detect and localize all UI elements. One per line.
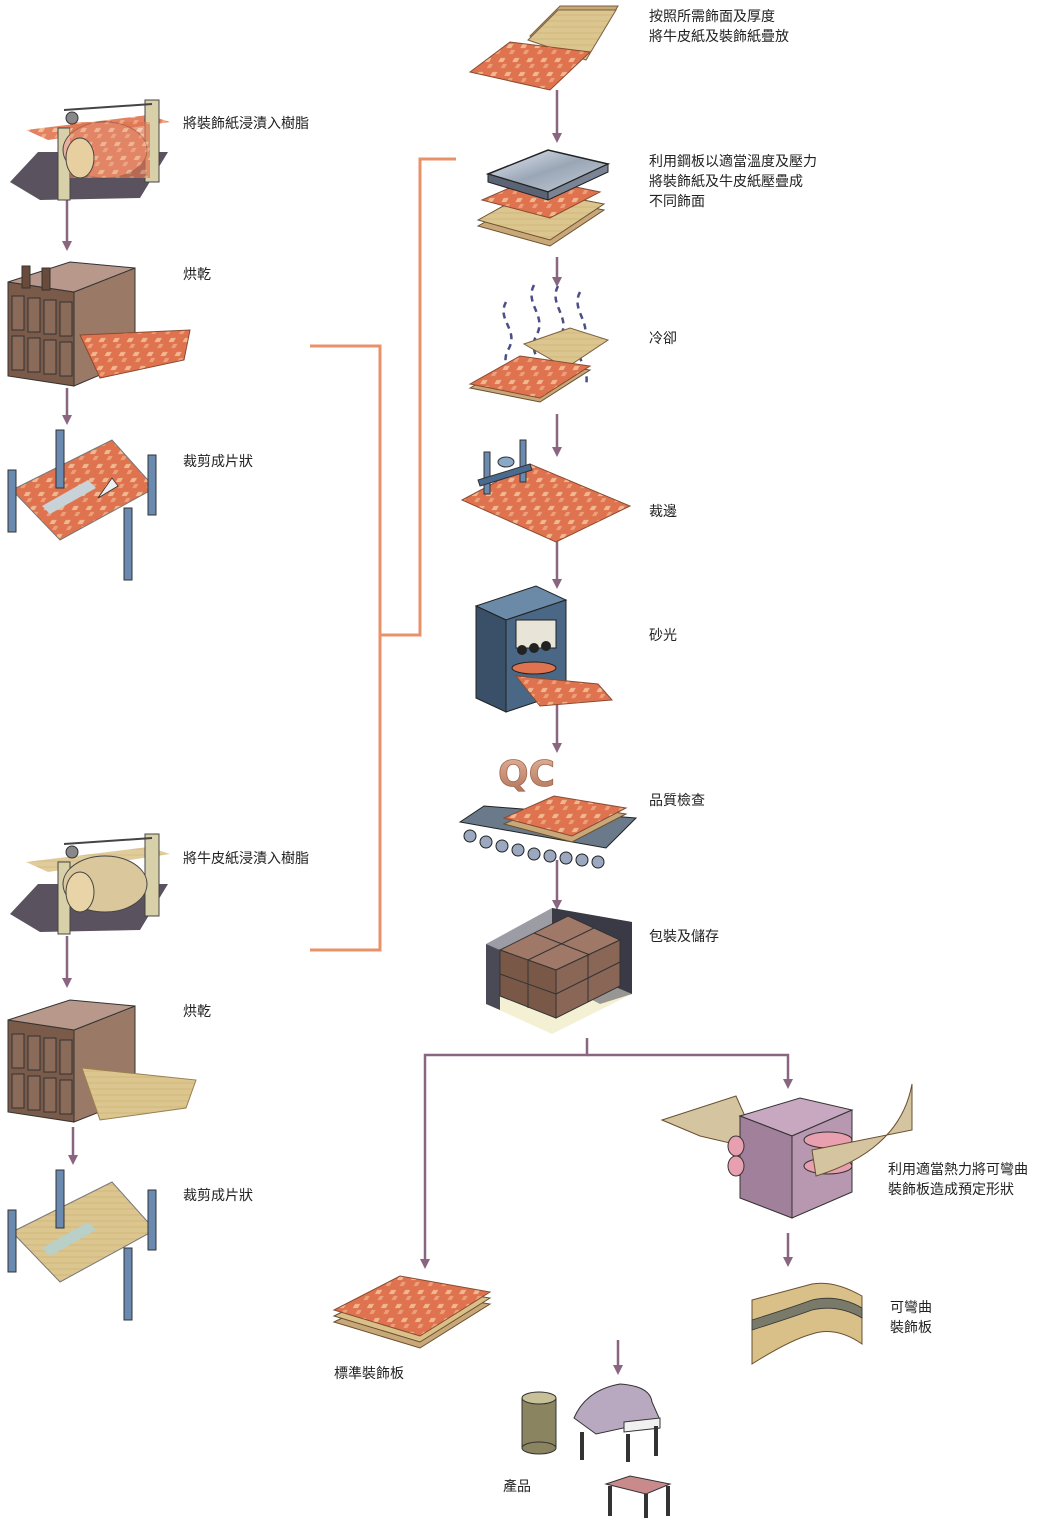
label-stack: 按照所需飾面及厚度 將牛皮紙及裝飾紙疊放 [649,9,789,45]
label-impregnate-kraft: 將牛皮紙浸漬入樹脂 [183,851,309,867]
label-cut-decor: 裁剪成片狀 [183,454,253,470]
qc-badge: QC [498,754,556,796]
sanding-machine-icon [474,585,614,713]
label-impregnate-decor: 將裝飾紙浸漬入樹脂 [183,116,309,132]
boxes-icon [486,908,632,1034]
paper-stack-icon [468,327,610,403]
drying-oven-icon [7,999,197,1123]
qc-badge-text: QC [498,754,555,795]
label-dry-kraft: 烘乾 [183,1004,211,1020]
label-sand: 砂光 [649,628,677,644]
steel-press-plate-icon [476,149,611,247]
trimming-machine-icon [460,439,632,543]
curved-board-icon [751,1282,863,1365]
label-bendable-board: 可彎曲 裝飾板 [890,1300,932,1336]
label-dry-decor: 烘乾 [183,267,211,283]
cutting-table-icon [7,429,157,581]
bending-machine-icon [660,1083,913,1219]
piano-icon [573,1383,661,1462]
arrow-split-right [587,1053,793,1089]
arrow-split [420,1038,589,1269]
label-package: 包裝及儲存 [649,929,719,945]
conveyor-icon [458,795,638,869]
label-standard-board: 標準裝飾板 [334,1366,404,1382]
label-cool: 冷卻 [649,331,677,347]
label-trim: 裁邊 [649,504,677,520]
label-bending-process: 利用適當熱力將可彎曲 裝飾板造成預定形狀 [888,1162,1028,1198]
resin-bath-machine-icon [10,99,170,201]
label-press: 利用鋼板以適當溫度及壓力 將裝飾紙及牛皮紙壓疊成 不同飾面 [649,154,817,210]
merge-bracket [310,157,456,952]
drying-oven-icon [7,261,191,387]
label-products: 產品 [503,1479,531,1495]
flow-arrows [62,90,793,1375]
label-qc: 品質檢查 [649,793,705,809]
resin-bath-machine-icon [10,833,170,935]
table-icon [604,1475,672,1518]
paper-stack-icon [468,5,619,91]
paper-stack-icon [332,1275,492,1349]
label-cut-kraft: 裁剪成片狀 [183,1188,253,1204]
cutting-table-icon [7,1169,157,1321]
cylinder-icon [521,1391,557,1455]
